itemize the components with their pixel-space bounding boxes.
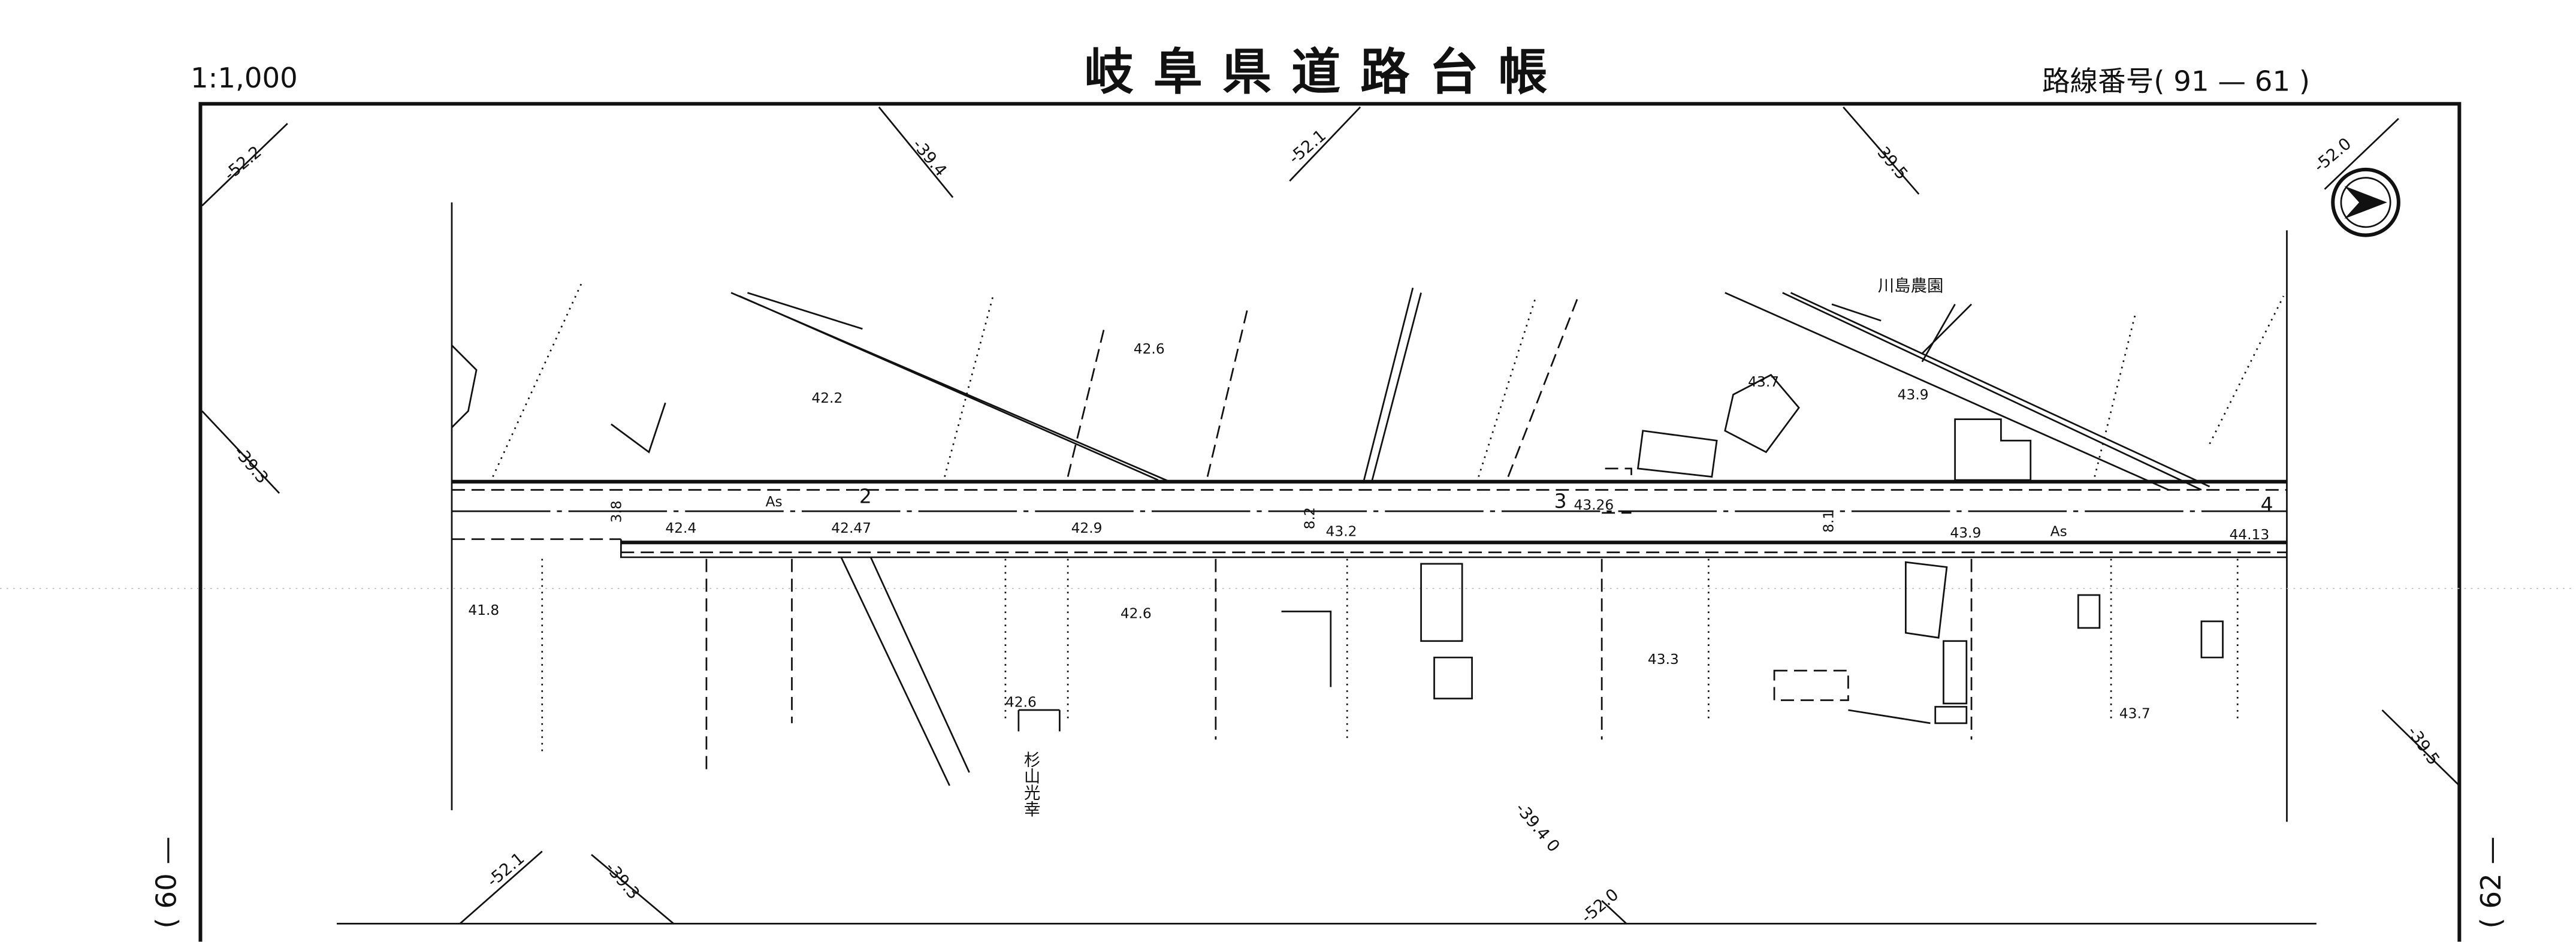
north-arrow-icon xyxy=(2331,167,2400,237)
map-title: 岐阜県道路台帳 xyxy=(1085,44,1568,101)
contour-label: -39.5 xyxy=(1870,139,1911,183)
contour-label: -39.5 xyxy=(2403,723,2443,769)
contour-label: -52.2 xyxy=(221,143,265,184)
elevation-label: 43.2 xyxy=(1326,523,1357,539)
contour-lines xyxy=(201,106,2460,925)
contour-label: -52.0 xyxy=(1578,885,1622,926)
elevation-label: 44.13 xyxy=(2229,527,2269,543)
road-width: 3.8 xyxy=(608,500,624,523)
owner-name: 杉山光幸 xyxy=(1021,751,1041,817)
route-number: 路線番号( 91 — 61 ) xyxy=(2042,65,2310,97)
road xyxy=(451,287,2287,786)
elevation-label: 42.2 xyxy=(811,390,842,406)
elevation-label: 43.3 xyxy=(1648,651,1679,668)
elevation-label: 43.7 xyxy=(1748,374,1779,390)
surface-type: As xyxy=(2050,523,2067,539)
station-number: 4 xyxy=(2261,493,2273,516)
elevation-label: 42.6 xyxy=(1134,341,1165,357)
contour-label: -39.3 xyxy=(230,443,271,487)
contour-label: -52.0 xyxy=(2311,134,2355,176)
station-number: 2 xyxy=(859,484,872,508)
adjacent-sheet-left[interactable]: ( 60 — xyxy=(150,837,182,929)
road-width: 8.1 xyxy=(1821,511,1837,533)
map-frame xyxy=(198,102,2462,942)
elevation-label: 43.7 xyxy=(2119,706,2151,722)
elevation-label: 43.9 xyxy=(1898,387,1929,403)
elevation-label: 42.6 xyxy=(1005,694,1037,710)
station-number: 3 xyxy=(1554,490,1567,513)
road-width: 8.2 xyxy=(1301,507,1318,529)
elevation-label: 41.8 xyxy=(468,602,499,618)
elevation-label: 43.9 xyxy=(1950,525,1981,541)
contour-label: -39.4 0 xyxy=(1511,799,1563,856)
elevation-label: 42.6 xyxy=(1121,605,1152,621)
farm-name: 川島農園 xyxy=(1878,277,1944,295)
surface-type: As xyxy=(766,494,783,510)
contour-label: -39.4 xyxy=(908,135,950,180)
scale-label: 1:1,000 xyxy=(191,62,298,94)
adjacent-sheet-right[interactable]: ( 62 — xyxy=(2475,837,2507,929)
elevation-label: 42.9 xyxy=(1071,520,1103,536)
elevation-label: 42.4 xyxy=(665,520,696,536)
contour-label: -39.3 xyxy=(602,859,643,903)
elevation-label: 42.47 xyxy=(831,520,871,536)
elevation-label: 43.26 xyxy=(1574,497,1614,513)
parcel-boundaries xyxy=(451,279,2285,773)
